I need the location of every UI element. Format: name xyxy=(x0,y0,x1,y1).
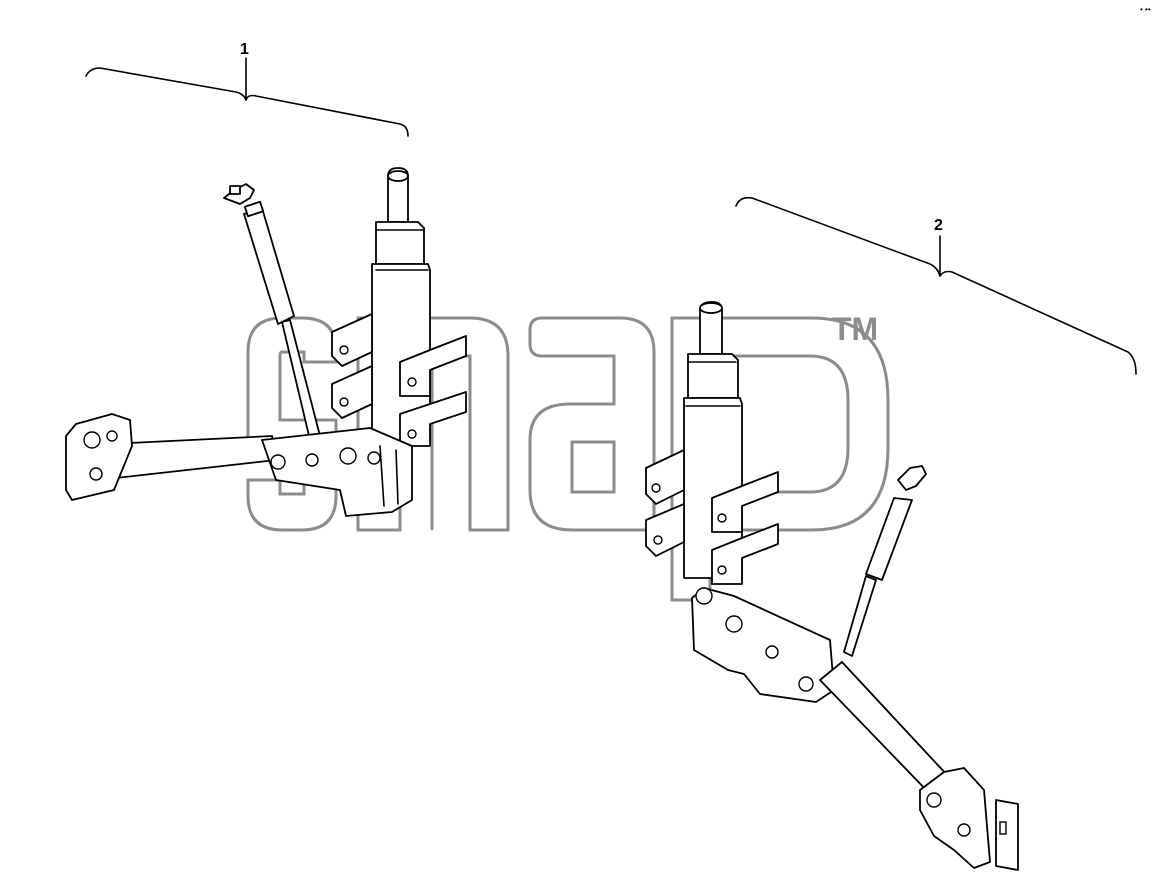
callout-bracket-1: 1 xyxy=(85,41,409,137)
steering-column-1 xyxy=(371,167,431,441)
steering-column-2 xyxy=(683,301,743,579)
callout-label-1: 1 xyxy=(240,41,249,58)
mount-brackets-1 xyxy=(331,313,467,447)
gas-strut-2 xyxy=(843,465,927,657)
mount-brackets-2 xyxy=(645,449,779,585)
gas-strut-1 xyxy=(223,183,321,441)
lever-arm-2 xyxy=(691,587,1019,871)
callout-bracket-2: 2 xyxy=(735,196,1137,375)
lever-arm-1 xyxy=(65,413,413,517)
callout-label-2: 2 xyxy=(934,217,943,234)
assembly-1 xyxy=(65,167,467,517)
watermark-logo xyxy=(246,316,890,602)
corner-mark: • •• xyxy=(1140,5,1151,14)
trademark-symbol: TM xyxy=(832,311,878,347)
assembly-2 xyxy=(645,301,1019,871)
